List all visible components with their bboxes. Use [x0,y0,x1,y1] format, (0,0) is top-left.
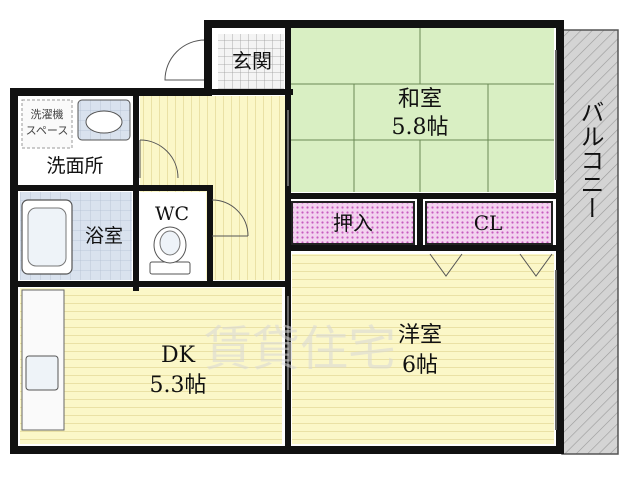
label-yokushitsu: 浴室 [85,225,123,247]
washitsu-floor [288,28,554,192]
cl-area [425,201,553,245]
walls [10,20,564,454]
toilet-tank [149,261,191,275]
label-senmenjo: 洗面所 [46,155,103,177]
label-youshitsu: 洋室 [398,323,442,348]
genkan-floor [218,34,284,92]
entry-door [164,39,206,81]
label-sentakuki-space: スペース [26,124,69,137]
youshitsu-floor [292,254,554,444]
sliding-doors [287,50,557,430]
label-balcony: バルコニー [576,100,604,220]
watermark: 賃貸住宅 [204,321,396,377]
label-dk: DK [161,343,196,368]
toilet-seat [159,230,181,256]
label-washitsu-size: 5.8帖 [392,115,449,140]
bathtub-inner [27,207,67,267]
label-genkan: 玄関 [232,49,272,73]
label-washitsu: 和室 [398,87,442,112]
label-youshitsu-size: 6帖 [402,353,438,378]
label-sentakuki: 洗濯機 [31,107,64,121]
tatami-lines [288,28,554,192]
oshiire-area [291,201,415,245]
kitchen-sink [25,355,59,391]
label-dk-size: 5.3帖 [150,373,207,398]
balcony-area [561,29,619,455]
washing-machine-space [21,99,73,149]
door-swings [139,139,553,277]
label-oshiire: 押入 [333,211,373,235]
label-cl: CL [474,211,503,235]
washbasin-bowl [85,110,123,134]
label-wc: WC [155,203,189,225]
